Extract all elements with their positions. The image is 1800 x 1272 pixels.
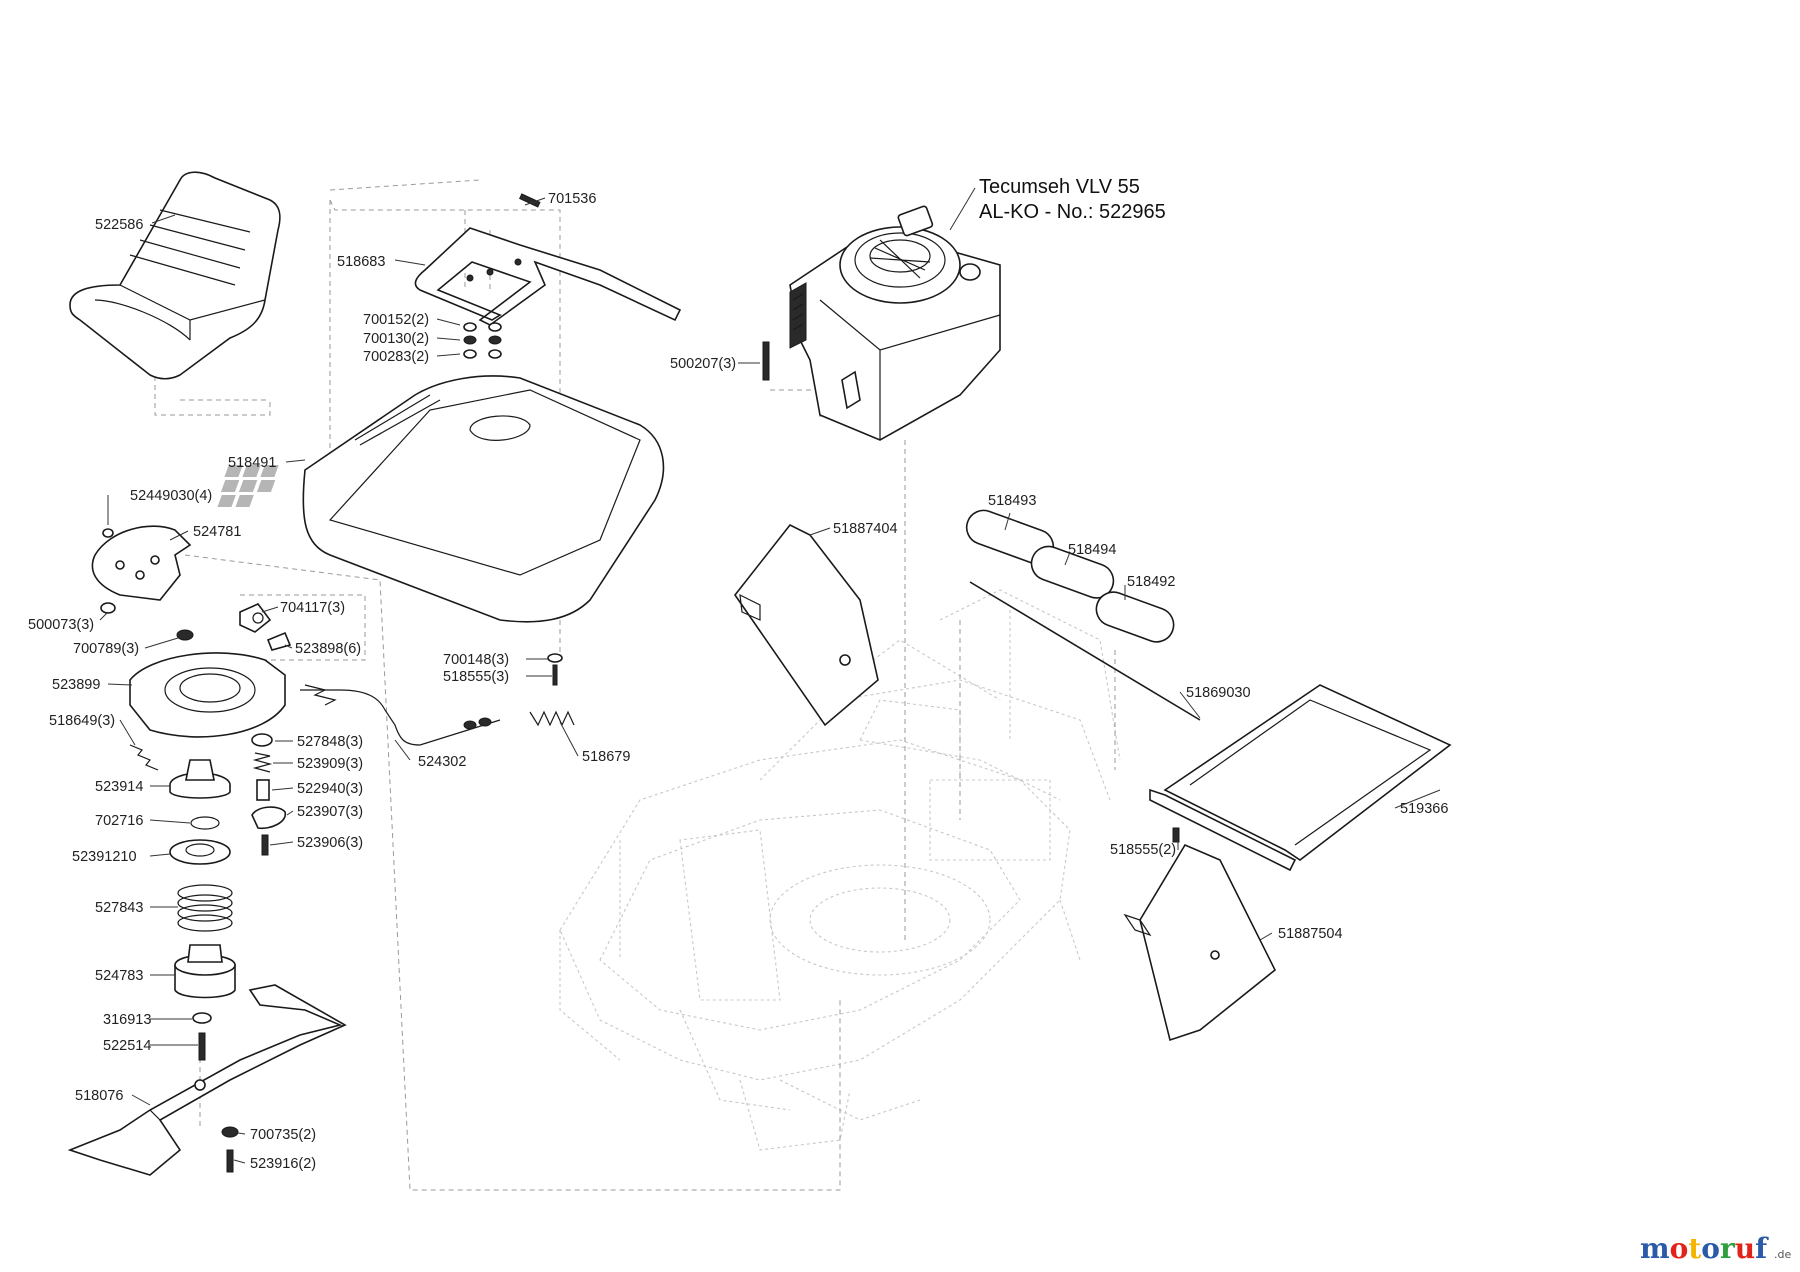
part-label: 500073(3) — [28, 617, 94, 633]
part-label: 524781 — [193, 524, 241, 540]
part-label: 524783 — [95, 968, 143, 984]
part-label: 518493 — [988, 493, 1036, 509]
bushing-522940 — [256, 779, 270, 801]
spring-527843 — [177, 884, 233, 932]
blade-518076 — [67, 984, 347, 1176]
engine-part — [789, 205, 1001, 441]
washer-700148 — [547, 653, 563, 663]
logo-letter: t — [1688, 1232, 1701, 1265]
part-label: 51887504 — [1278, 926, 1343, 942]
part-label: 702716 — [95, 813, 143, 829]
clip-704117 — [239, 603, 272, 633]
washer-700735 — [221, 1126, 239, 1138]
part-label: 518491 — [228, 455, 276, 471]
logo-letter: o — [1670, 1232, 1689, 1265]
cam-523907 — [251, 806, 286, 830]
part-label: 527848(3) — [297, 734, 363, 750]
part-label: 52449030(4) — [130, 488, 212, 504]
part-label: 523907(3) — [297, 804, 363, 820]
seat-part — [69, 171, 281, 380]
bolt-522514 — [198, 1032, 206, 1061]
part-label: 523914 — [95, 779, 143, 795]
part-label: 519366 — [1400, 801, 1448, 817]
part-label: 316913 — [103, 1012, 151, 1028]
part-label: 700283(2) — [363, 349, 429, 365]
part-label: 701536 — [548, 191, 596, 207]
mower-deck-ghost — [559, 589, 1121, 1151]
part-label: 500207(3) — [670, 356, 736, 372]
part-label: 700130(2) — [363, 331, 429, 347]
bolt-523916 — [226, 1149, 234, 1173]
part-label: 704117(3) — [280, 600, 345, 616]
screw-518555a — [552, 664, 558, 686]
washer-316913 — [192, 1012, 212, 1024]
spring-518649 — [129, 744, 159, 771]
disc-52391210 — [169, 839, 231, 865]
part-label: 523899 — [52, 677, 100, 693]
grass-bag-frame-519366 — [1149, 684, 1452, 872]
screw-523906 — [261, 834, 269, 856]
part-label: 518649(3) — [49, 713, 115, 729]
screw-518555b — [1172, 827, 1180, 843]
engine-fins — [789, 282, 807, 349]
part-label: 527843 — [95, 900, 143, 916]
washer-700789 — [176, 629, 194, 641]
logo-letter: o — [1701, 1232, 1720, 1265]
part-label: 522940(3) — [297, 781, 363, 797]
part-label: 518679 — [582, 749, 630, 765]
hub-523914 — [169, 759, 231, 799]
engine-number: AL-KO - No.: 522965 — [979, 201, 1166, 223]
logo-letter: f — [1755, 1232, 1769, 1265]
part-523898 — [266, 631, 292, 651]
part-label: 523898(6) — [295, 641, 361, 657]
part-label: 518492 — [1127, 574, 1175, 590]
part-label: 700148(3) — [443, 652, 509, 668]
part-label: 523916(2) — [250, 1156, 316, 1172]
part-label: 524302 — [418, 754, 466, 770]
part-label: 523909(3) — [297, 756, 363, 772]
part-label: 518555(2) — [1110, 842, 1176, 858]
part-label: 518494 — [1068, 542, 1116, 558]
hood-logo-squares — [217, 465, 279, 507]
part-label: 522514 — [103, 1038, 151, 1054]
bolt-500207 — [762, 341, 770, 381]
logo-text: motoruf — [1640, 1232, 1769, 1265]
bowden-cable-524302 — [300, 684, 501, 746]
part-label: 522586 — [95, 217, 143, 233]
brake-plate-524781 — [91, 525, 192, 601]
spring-518679 — [529, 710, 575, 727]
logo-letter: r — [1720, 1232, 1736, 1265]
washer-500073 — [100, 602, 116, 614]
part-label: 700735(2) — [250, 1127, 316, 1143]
engine-name: Tecumseh VLV 55 — [979, 176, 1140, 198]
motoruf-logo: motoruf .de — [1640, 1232, 1791, 1265]
blade-holder-524783 — [174, 944, 236, 999]
part-label: 52391210 — [72, 849, 137, 865]
circlip-702716 — [190, 816, 220, 830]
part-label: 51869030 — [1186, 685, 1251, 701]
part-label: 518076 — [75, 1088, 123, 1104]
part-label: 518555(3) — [443, 669, 509, 685]
part-label: 518683 — [337, 254, 385, 270]
clutch-plate-523899 — [129, 652, 286, 738]
part-label: 51887404 — [833, 521, 898, 537]
deflector-51887404 — [734, 523, 879, 727]
deflector-51887504 — [1123, 843, 1277, 1042]
leader-lines — [99, 187, 1441, 1164]
part-labels: 701536 522586 518683 700152(2) 700130(2)… — [28, 191, 1448, 1172]
washer-527848 — [251, 733, 273, 747]
part-label: 700152(2) — [363, 312, 429, 328]
part-label: 700789(3) — [73, 641, 139, 657]
logo-suffix: .de — [1774, 1248, 1791, 1261]
handle-frame-part — [414, 193, 682, 326]
logo-letter: m — [1640, 1232, 1670, 1265]
screw-52449030 — [102, 528, 114, 538]
spring-523909 — [252, 752, 273, 773]
roller-parts — [965, 509, 1201, 721]
part-label: 523906(3) — [297, 835, 363, 851]
hood-part — [217, 375, 665, 623]
logo-letter: u — [1735, 1232, 1755, 1265]
washer-stack — [463, 322, 502, 359]
